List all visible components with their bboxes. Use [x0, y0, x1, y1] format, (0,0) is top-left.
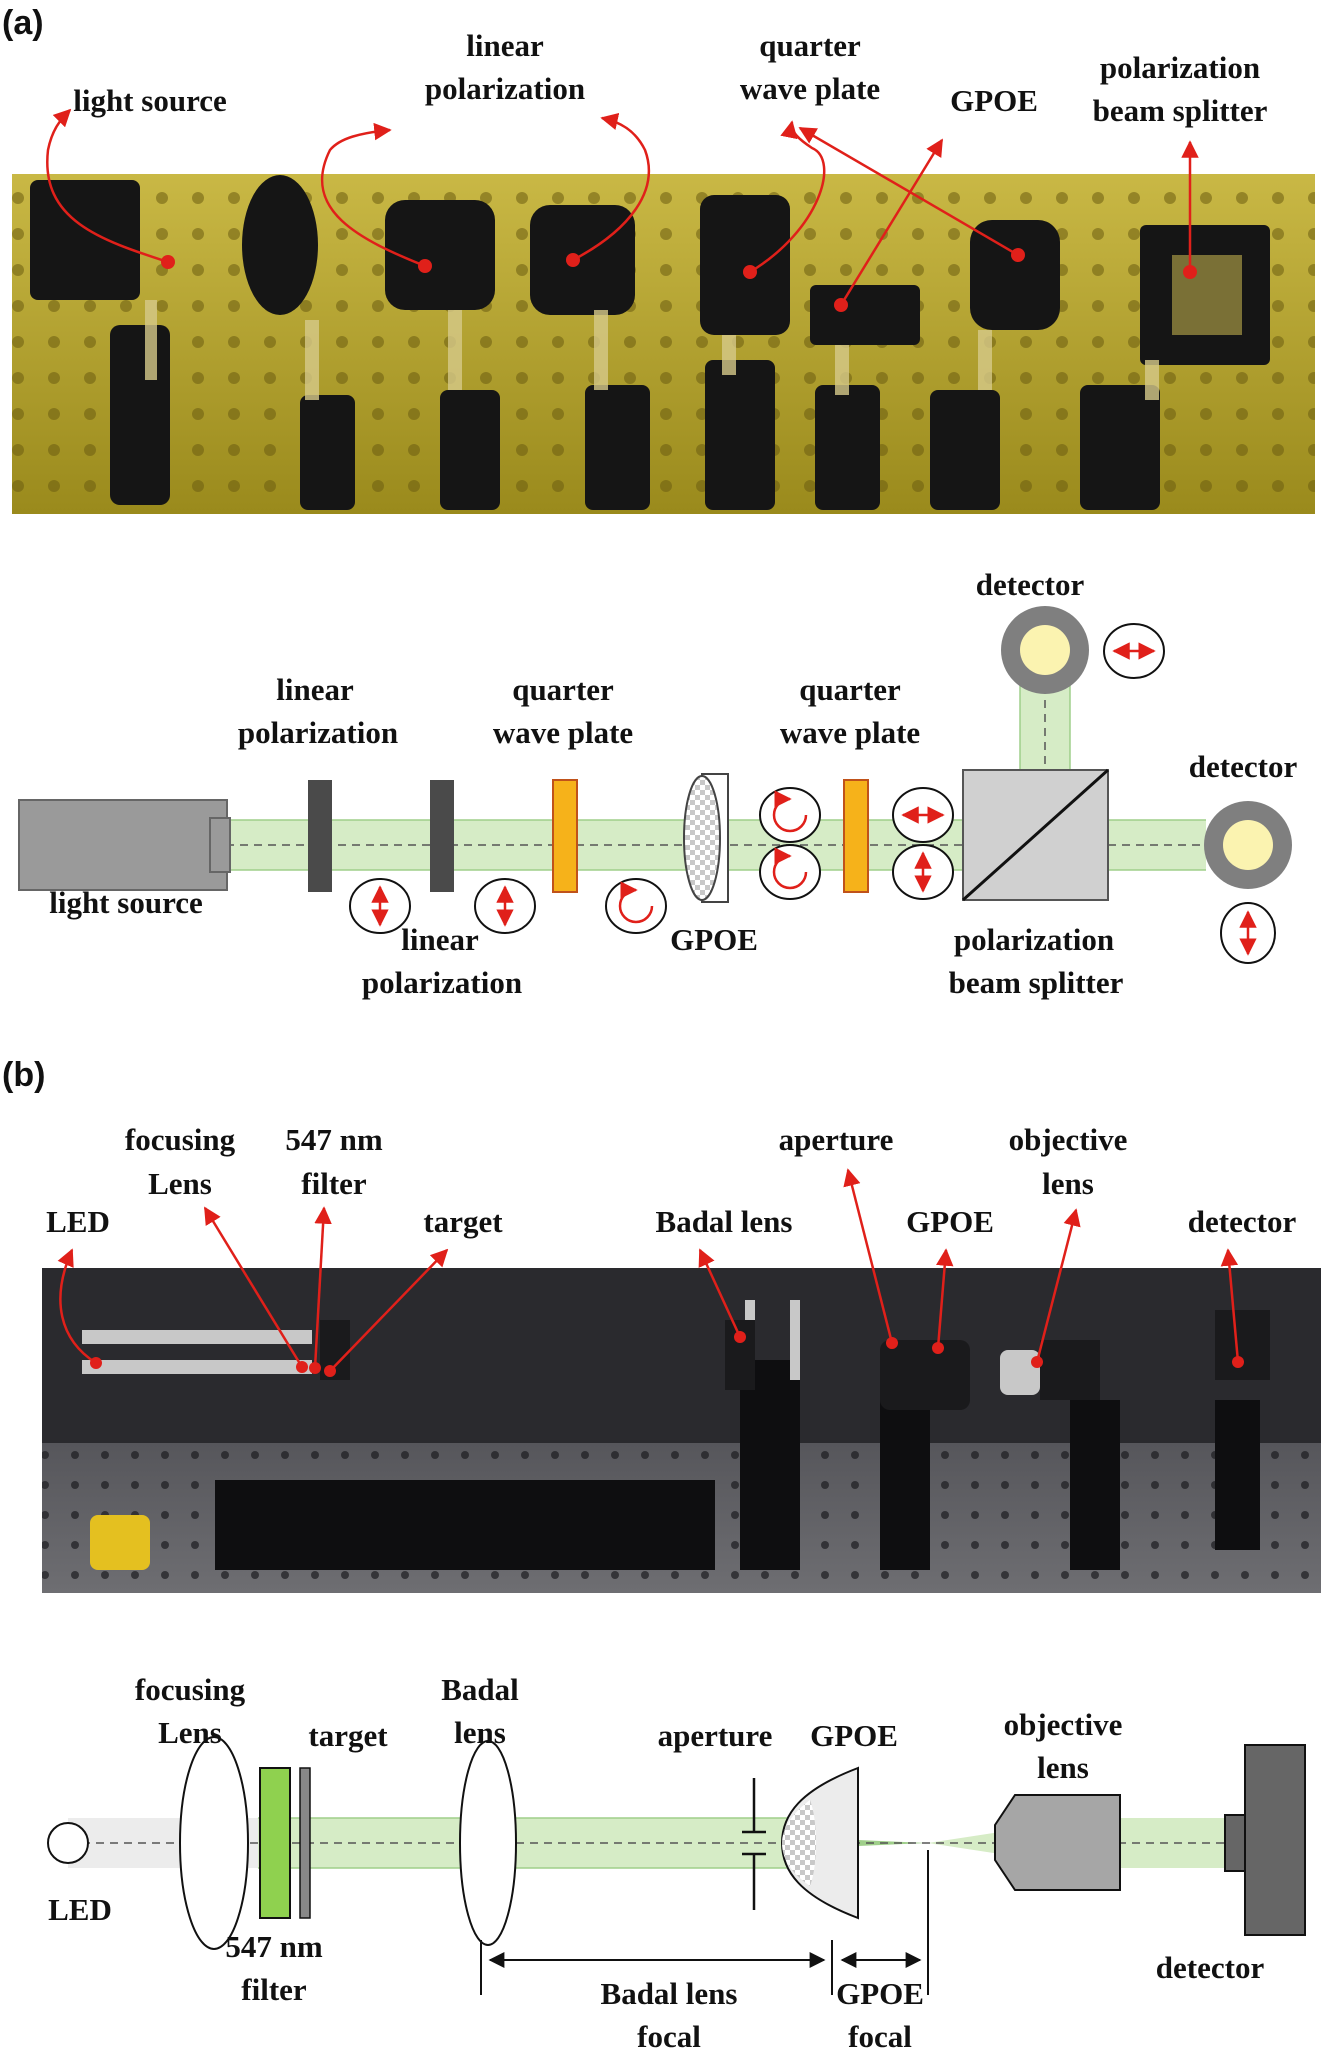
schem-a-detector-right: detector [1189, 749, 1298, 784]
photo-b-label-led: LED [46, 1204, 110, 1239]
photo-a-label-pbs-2: beam splitter [1093, 93, 1268, 128]
schem-b-gpoe: GPOE [810, 1718, 898, 1753]
photo-a-pointers [46, 108, 1199, 306]
schem-b-focusing-2: Lens [158, 1715, 222, 1750]
photo-b-label-focusing-1: focusing [125, 1122, 236, 1157]
photo-a-label-light-source: light source [73, 83, 227, 118]
photo-a [12, 174, 1315, 514]
schem-b-badal-focal-1: Badal lens [601, 1976, 738, 2011]
objective-lens-element [994, 1794, 1121, 1891]
detector-b [1224, 1744, 1306, 1936]
focusing-lens [179, 1736, 249, 1950]
polarization-arrows [371, 642, 1257, 956]
photo-b-label-target: target [423, 1204, 503, 1239]
photo-b-label-objective-2: lens [1042, 1166, 1094, 1201]
distance-markers [480, 1850, 929, 1995]
schem-a-pbs-2: beam splitter [949, 965, 1124, 1000]
photo-b-pointer-dots [90, 1331, 1244, 1377]
schem-b-objective-2: lens [1037, 1750, 1089, 1785]
photo-b-label-filter-1: 547 nm [285, 1122, 382, 1157]
photo-a-label-linear-2: polarization [425, 71, 585, 106]
gpoe-element [683, 773, 729, 903]
photo-b-label-gpoe: GPOE [906, 1204, 994, 1239]
led-source [47, 1822, 89, 1864]
aperture-element [742, 1778, 766, 1910]
schem-a-detector-top: detector [976, 567, 1085, 602]
schem-a-linear-bottom-1: linear [401, 922, 479, 957]
panel-b-label: (b) [2, 1056, 45, 1094]
quarter-wave-plate-1 [552, 779, 578, 893]
schem-b-filter-2: filter [241, 1972, 307, 2007]
schem-b-gpoe-focal-2: focal [848, 2019, 912, 2054]
gpoe-element-b [780, 1766, 859, 1920]
schem-a-gpoe: GPOE [670, 922, 758, 957]
quarter-wave-plate-2 [843, 779, 869, 893]
schem-a-linear-top-1: linear [276, 672, 354, 707]
schem-b-led: LED [48, 1892, 112, 1927]
schematic-a [18, 606, 1292, 964]
schem-b-focusing-1: focusing [135, 1672, 246, 1707]
schem-b-filter-1: 547 nm [225, 1929, 322, 1964]
light-source-body [18, 799, 228, 891]
photo-b-label-badal: Badal lens [656, 1204, 793, 1239]
detector-top [1001, 606, 1089, 694]
photo-b [42, 1268, 1321, 1593]
photo-b-label-objective-1: objective [1009, 1122, 1128, 1157]
schem-b-objective-1: objective [1004, 1707, 1123, 1742]
schem-b-badal-focal-2: focal [637, 2019, 701, 2054]
photo-a-label-qwp-2: wave plate [740, 71, 880, 106]
photo-b-label-focusing-2: Lens [148, 1166, 212, 1201]
schem-a-light-source: light source [49, 885, 203, 920]
schem-b-badal-1: Badal [441, 1672, 519, 1707]
schem-a-qwp2-2: wave plate [780, 715, 920, 750]
schem-b-badal-2: lens [454, 1715, 506, 1750]
filter-547nm [259, 1767, 291, 1919]
detector-right [1204, 801, 1292, 889]
schem-a-linear-bottom-2: polarization [362, 965, 522, 1000]
schematic-b [47, 1736, 1306, 1995]
linear-polarizer-1 [308, 780, 332, 892]
panel-a-label: (a) [2, 4, 44, 42]
schem-a-qwp2-1: quarter [799, 672, 901, 707]
photo-b-label-filter-2: filter [301, 1166, 367, 1201]
photo-a-label-gpoe: GPOE [950, 83, 1038, 118]
schem-a-pbs-1: polarization [954, 922, 1114, 957]
linear-polarizer-2 [430, 780, 454, 892]
schem-a-qwp1-2: wave plate [493, 715, 633, 750]
photo-b-pointers [57, 1168, 1240, 1372]
photo-a-label-linear-1: linear [466, 28, 544, 63]
polarization-beam-splitter [961, 768, 1110, 902]
target-plate [299, 1767, 311, 1919]
badal-lens [459, 1740, 517, 1946]
photo-a-label-pbs-1: polarization [1100, 50, 1260, 85]
photo-a-pointer-dots [161, 248, 1197, 312]
schem-b-aperture: aperture [658, 1718, 773, 1753]
schem-b-detector: detector [1156, 1950, 1265, 1985]
photo-b-label-detector: detector [1188, 1204, 1297, 1239]
schem-a-qwp1-1: quarter [512, 672, 614, 707]
schem-b-target: target [308, 1718, 388, 1753]
schem-b-gpoe-focal-1: GPOE [836, 1976, 924, 2011]
photo-a-label-qwp-1: quarter [759, 28, 861, 63]
photo-b-label-aperture: aperture [779, 1122, 894, 1157]
schem-a-linear-top-2: polarization [238, 715, 398, 750]
